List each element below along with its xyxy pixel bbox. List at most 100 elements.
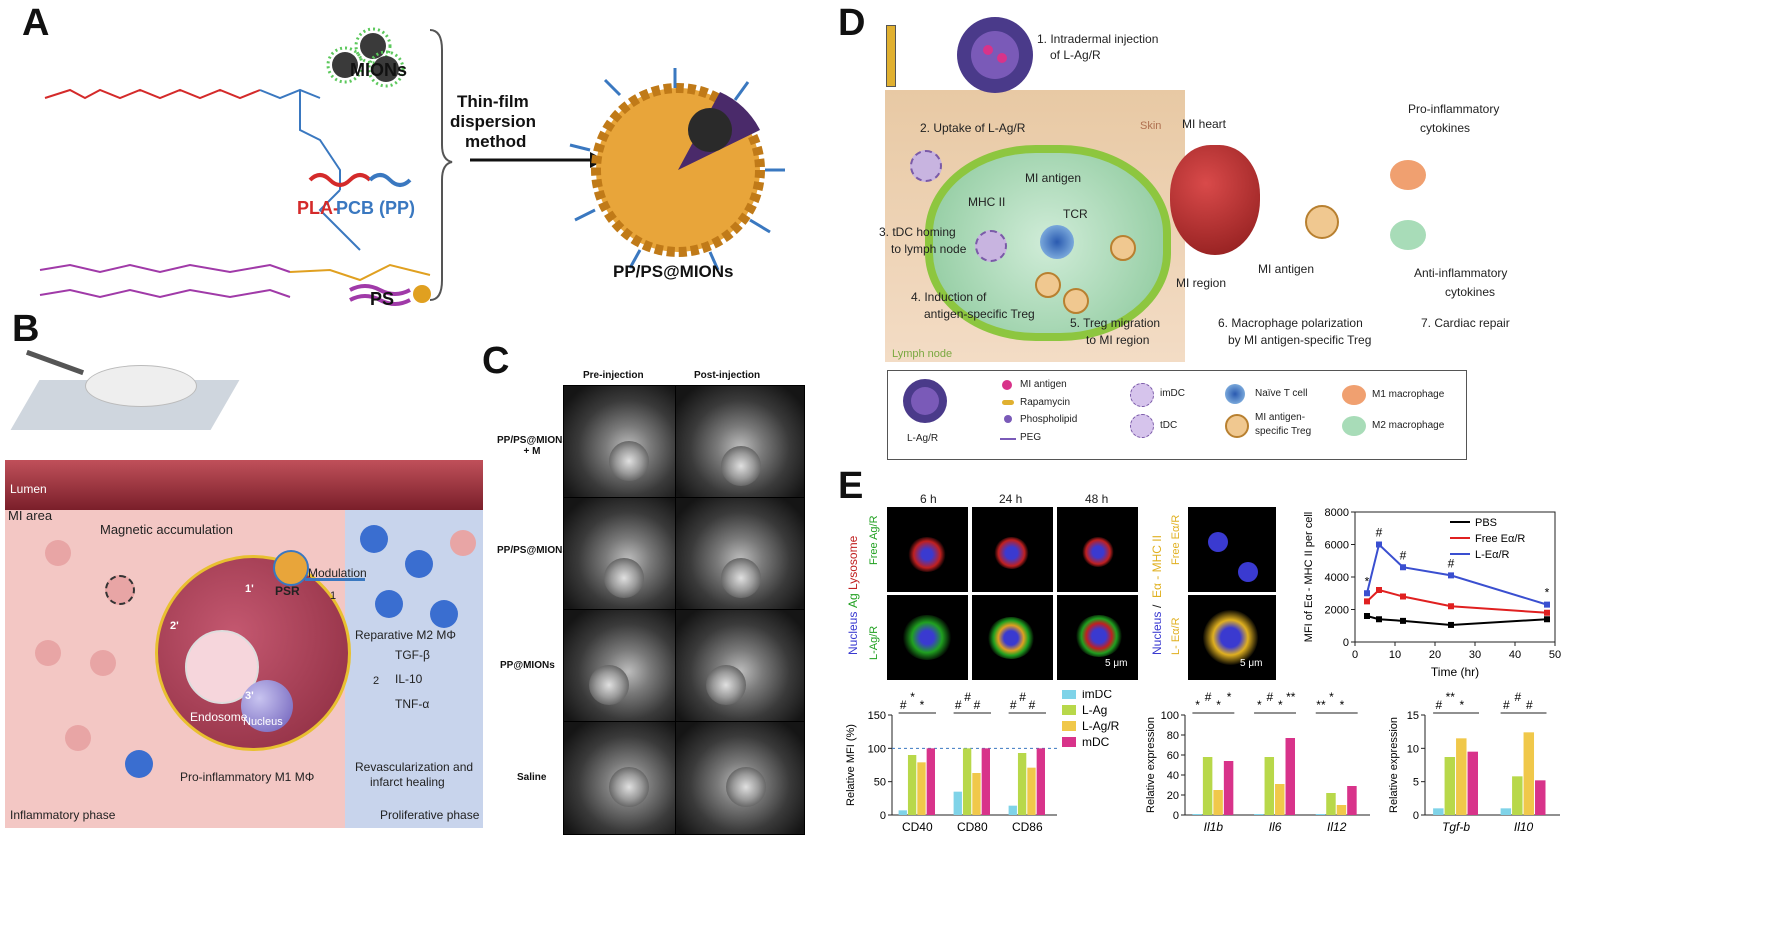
data-point (1544, 616, 1550, 623)
m1-cell (90, 650, 116, 676)
d-pro-cyto-2: cytokines (1420, 121, 1471, 135)
e-row-lag: L-Ag/R (868, 625, 880, 660)
d-mhc2: MHC II (968, 195, 1006, 209)
step-3p: 3' (245, 690, 254, 702)
y-tick-label: 150 (868, 710, 886, 722)
row-label-4: Saline (517, 772, 547, 783)
treg-cell (1305, 205, 1339, 239)
mri-image (563, 385, 693, 499)
m2-cell (405, 550, 433, 578)
data-point (1544, 601, 1550, 608)
bar (1433, 808, 1444, 815)
x-tick-label: 40 (1509, 649, 1521, 661)
tdc-cell (910, 150, 942, 182)
mri-image (675, 497, 805, 611)
psr-particle (273, 550, 309, 586)
d-lymph: Lymph node (892, 348, 953, 360)
y-axis-label: Relative expression (1145, 717, 1157, 813)
step-1: 1 (330, 590, 337, 602)
e-side2-nucleus: Nucleus (1150, 611, 1164, 655)
legend-lag: L-Ag/R (907, 433, 939, 444)
product-label: PP/PS@MIONs (613, 262, 734, 281)
brace (429, 29, 453, 301)
mri-image (675, 609, 805, 723)
e-time-48h: 48 h (1085, 492, 1109, 506)
data-point (1376, 541, 1382, 548)
y-tick-label: 0 (1413, 810, 1419, 822)
nucleus-label: Nucleus (243, 716, 283, 728)
significance-mark: # (1435, 698, 1442, 712)
legend-rapamycin: Rapamycin (1020, 397, 1071, 408)
bar (1535, 780, 1546, 815)
legend-lag-icon (903, 379, 947, 423)
revasc-line-2: infarct healing (370, 775, 445, 789)
m2-cell (360, 525, 388, 553)
d-step5-2: to MI region (1086, 333, 1150, 347)
significance-mark: * (1216, 698, 1221, 712)
legend-box (887, 370, 1467, 460)
legend-label: PBS (1475, 517, 1497, 529)
legend-swatch (1062, 737, 1076, 747)
bar (917, 762, 926, 815)
bar (1326, 793, 1336, 815)
significance-mark: # (964, 690, 971, 704)
legend-imdc-icon (1130, 383, 1154, 407)
panel-b (5, 350, 483, 828)
syringe-icon (886, 25, 896, 87)
y-tick-label: 100 (1161, 710, 1179, 722)
significance-mark: * (1340, 698, 1345, 712)
bar (1264, 757, 1275, 815)
significance-mark: ** (1446, 690, 1456, 704)
tgf-label: TGF-β (395, 648, 430, 662)
mature-dc (975, 230, 1007, 262)
tnf-label: TNF-α (395, 697, 430, 711)
method-line-2: dispersion (450, 112, 536, 131)
category-label: Il10 (1514, 820, 1534, 834)
d-step3-1: 3. tDC homing (879, 225, 956, 239)
vessel-wall (5, 460, 483, 510)
d-step1-line2: of L-Ag/R (1050, 48, 1101, 62)
panel-a-chemistry (39, 27, 785, 306)
panel-label-c: C (482, 340, 510, 382)
bar (1285, 738, 1295, 815)
mri-image (563, 721, 693, 835)
y-tick-label: 20 (1167, 790, 1179, 802)
bar (1523, 732, 1535, 815)
bar (962, 748, 972, 815)
y-tick-label: 6000 (1325, 540, 1349, 552)
d-mi-region: MI region (1176, 276, 1227, 290)
bar (1213, 790, 1223, 815)
significance-mark: * (1227, 690, 1232, 704)
ps-lipid (39, 263, 291, 274)
data-point (1364, 598, 1370, 605)
mri-image (563, 497, 693, 611)
e-side-ag: Ag (846, 593, 860, 608)
data-point (1364, 590, 1370, 597)
bar (1254, 814, 1264, 815)
significance-mark: * (1365, 574, 1370, 588)
mri-image (675, 385, 805, 499)
significance-mark: # (955, 698, 962, 712)
bar (926, 748, 935, 815)
d-step4-1: 4. Induction of (911, 290, 987, 304)
legend-mi-antigen-icon (1002, 380, 1012, 390)
m2-macrophage (1390, 220, 1426, 250)
y-tick-label: 4000 (1325, 572, 1349, 584)
heart-icon (1170, 145, 1260, 255)
series-line (1366, 588, 1548, 614)
bar (981, 748, 990, 815)
row-label-3: PP@MIONs (500, 660, 555, 671)
d-anti-cyto-2: cytokines (1445, 285, 1496, 299)
legend-m2-icon (1342, 416, 1366, 436)
micro-image (1057, 595, 1138, 680)
pp-ps-mions-particle (569, 68, 785, 271)
data-point (1376, 587, 1382, 593)
d-step4-2: antigen-specific Treg (924, 307, 1035, 321)
row-label-2: PP/PS@MIONs (497, 545, 568, 556)
legend-naive-icon (1225, 384, 1245, 404)
m1-cell (65, 725, 91, 751)
y-axis-label: Relative expression (1388, 717, 1400, 813)
data-point (1364, 613, 1370, 619)
revasc-line-1: Revascularization and (355, 760, 474, 774)
